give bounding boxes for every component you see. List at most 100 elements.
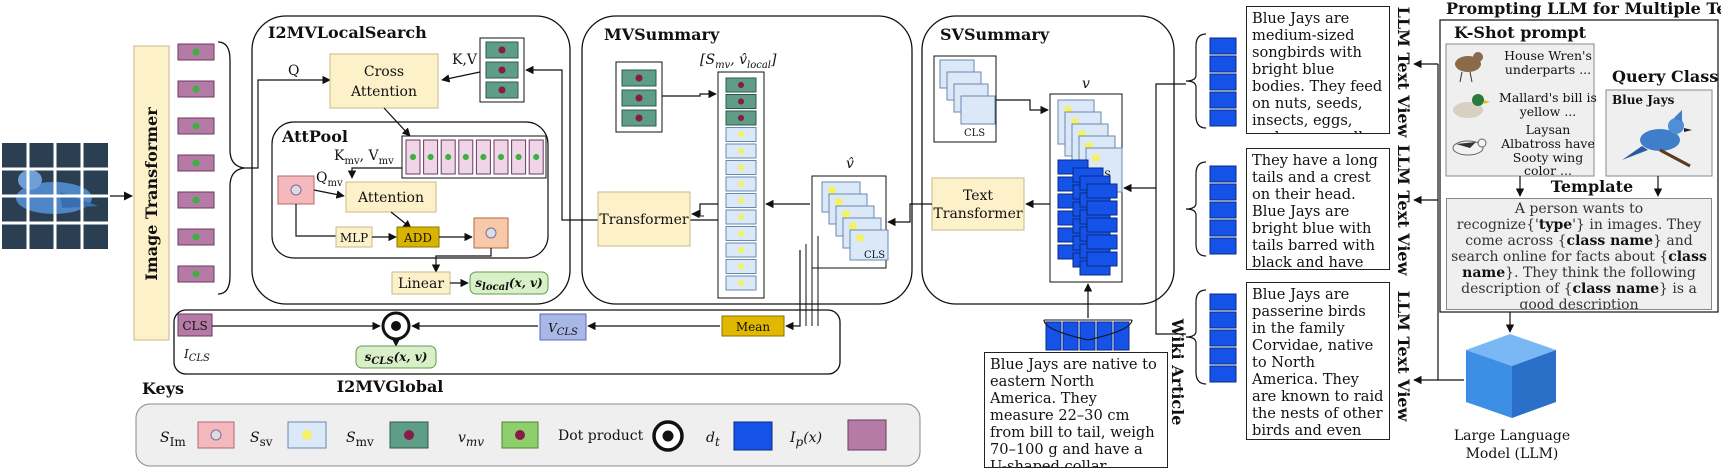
key-v-mv-label: vmv: [458, 430, 484, 449]
v-hat-cls-label: CLS: [864, 250, 885, 261]
kshot-example-1-line: House Wren's: [1504, 48, 1592, 63]
sv-init-tokens: CLS: [939, 59, 996, 139]
attpool-vmv-tokens: [405, 139, 544, 175]
mv-bracket-label: [Smv, v̂local]: [700, 52, 777, 71]
wiki-token: [1045, 321, 1062, 351]
view-label-3: LLM Text View: [1394, 291, 1413, 423]
mv-col-token-dot: [737, 98, 745, 105]
mv-col-token-dot: [737, 246, 745, 254]
mv-col-token-dot: [737, 114, 745, 122]
local-search-title: I2MVLocalSearch: [268, 23, 427, 42]
attpool-title: AttPool: [281, 127, 348, 146]
view-token-1: [1209, 91, 1237, 109]
kv-token-dot: [498, 46, 506, 54]
v-hat-tokens: CLS: [821, 181, 889, 261]
patch-tokens: [177, 43, 215, 283]
mv-col-token-dot: [737, 263, 745, 270]
v-dt-token: [1086, 200, 1118, 216]
view-brace-2: [1185, 161, 1207, 257]
s-cls-output: [355, 345, 437, 369]
kshot-title: K-Shot prompt: [1454, 23, 1587, 42]
kshot-example-3-line: Sooty wing: [1513, 150, 1583, 165]
mv-init-tokens: [621, 69, 657, 127]
attpool-panel: [271, 121, 549, 259]
view-brace-3: [1185, 289, 1207, 385]
pool-token-dot: [480, 153, 487, 161]
mv-col-token-dot: [737, 131, 745, 138]
view-braces: [1185, 33, 1207, 385]
patch-token-dot: [192, 85, 200, 93]
pool-token-dot: [445, 153, 452, 161]
template-title: Template: [1551, 177, 1633, 196]
llm-label-line2: Model (LLM): [1466, 446, 1559, 462]
view-text-2: They have a long tails and a crest on th…: [1246, 148, 1390, 270]
s-local-output: [469, 271, 549, 295]
patch-token-dot: [192, 122, 200, 130]
pool-token-dot: [533, 153, 540, 161]
view-token-2: [1209, 237, 1237, 255]
v-hat-dot: [842, 210, 850, 218]
v-cls-token: [539, 313, 587, 341]
view-token-3: [1209, 293, 1237, 311]
cls-image-token: [177, 313, 213, 337]
view-text-3: Blue Jays are passerine birds in the fam…: [1246, 282, 1390, 440]
kv-token-dot: [498, 86, 506, 94]
view-text-1: Blue Jays are medium-sized songbirds wit…: [1246, 6, 1390, 134]
view-token-2: [1209, 183, 1237, 201]
mlp-label: MLP: [340, 231, 368, 245]
image-transformer-block: [133, 45, 170, 341]
input-image: [2, 143, 108, 249]
mv-init-frame: [615, 61, 663, 133]
mv-col-token-dot: [737, 279, 745, 287]
llm-cube-icon: [1466, 334, 1556, 418]
key-s-mv-swatch: [389, 421, 429, 449]
kshot-example-1-line: underparts ...: [1505, 62, 1591, 77]
cross-attention-line1: Cross: [364, 64, 404, 80]
kv-stack-frame: [479, 37, 525, 103]
kv-mv-label: Kmv, Vmv: [334, 148, 394, 167]
s-cls-label: sCLS(x, v): [365, 350, 428, 367]
prompting-title: Prompting LLM for Multiple Text Views: [1446, 0, 1721, 18]
mv-col-token-dot: [737, 180, 745, 188]
v-label: v: [1082, 76, 1090, 92]
v-dt-token: [1086, 217, 1118, 233]
pool-token-dot: [409, 153, 417, 161]
key-i-p-swatch: [847, 419, 887, 451]
view-label-2: LLM Text View: [1394, 145, 1413, 277]
mv-col-token-dot: [737, 213, 745, 221]
v-hat-dot: [835, 198, 843, 206]
view-token-3: [1209, 329, 1237, 347]
v-hat-dot: [849, 222, 857, 230]
prompting-panel: [1439, 19, 1719, 313]
view-tokens: [1209, 37, 1237, 383]
view-brace-1: [1185, 33, 1207, 129]
view-token-3: [1209, 347, 1237, 365]
patch-token-dot: [192, 233, 200, 241]
mv-summary-panel: [581, 15, 913, 305]
global-title: I2MVGlobal: [337, 377, 444, 396]
view-token-2: [1209, 165, 1237, 183]
pool-token-dot: [497, 153, 505, 161]
v-sv-dot: [1092, 154, 1100, 162]
view-token-1: [1209, 37, 1237, 55]
query-class-name: Blue Jays: [1612, 93, 1675, 107]
cross-attention-line2: Attention: [350, 84, 417, 100]
kshot-example-2-line: Mallard's bill is: [1499, 90, 1597, 105]
view-token-2: [1209, 201, 1237, 219]
view-token-3: [1209, 311, 1237, 329]
query-class-title: Query Class: [1612, 67, 1718, 86]
v-hat-label: v̂: [846, 156, 854, 172]
i-cls-label: ICLS: [183, 347, 210, 364]
cross-attention-block: [329, 53, 439, 109]
pool-token-dot: [462, 153, 469, 161]
wren-icon: [1455, 52, 1483, 83]
kshot-example-2-line: yellow ...: [1519, 104, 1577, 119]
keys-title: Keys: [142, 379, 184, 398]
q-label: Q: [288, 63, 299, 79]
kshot-example-3-line: Albatross have: [1500, 136, 1595, 151]
sv-init-frame: [933, 55, 997, 143]
patch-brace: [217, 41, 245, 295]
view-token-1: [1209, 109, 1237, 127]
wiki-token: [1079, 321, 1096, 351]
